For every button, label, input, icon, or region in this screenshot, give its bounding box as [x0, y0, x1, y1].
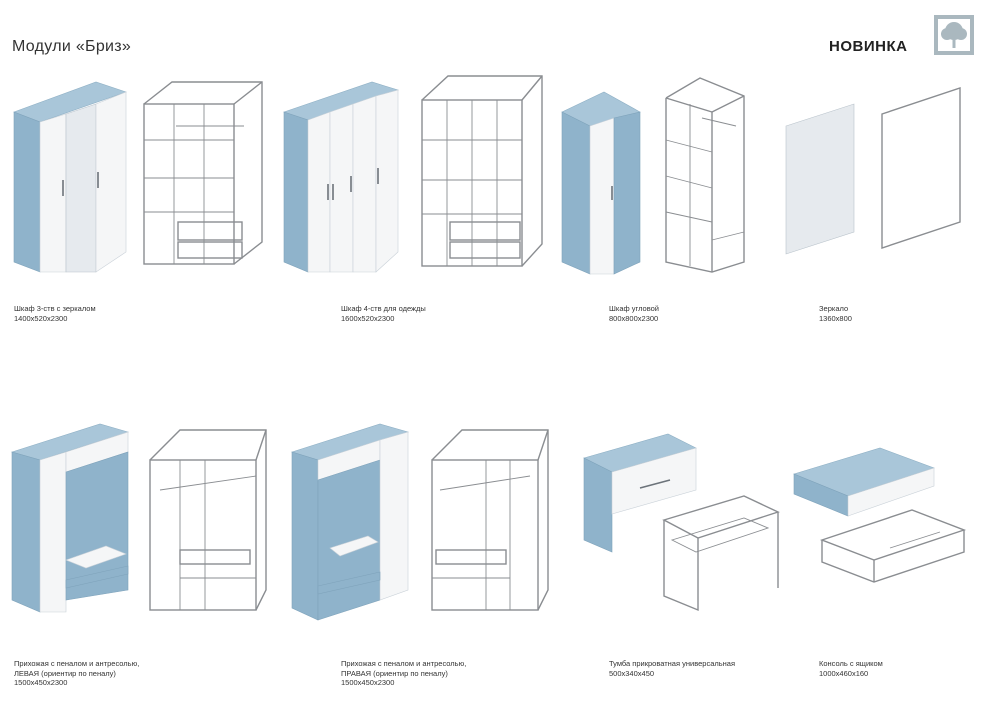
caption-size: 500x340x450: [609, 668, 655, 678]
caption-name: Шкаф угловой: [609, 304, 659, 313]
bedside-table-illustration: [583, 433, 697, 553]
hallway-right-illustration: [290, 423, 410, 621]
mirror-illustration: [785, 103, 855, 255]
caption-hallway-right: Прихожая с пеналом и антресолью, ПРАВАЯ …: [341, 659, 466, 688]
corner-wardrobe-illustration: [561, 91, 641, 275]
corner-wardrobe-frame-illustration: [665, 77, 745, 273]
caption-bedside-table: Тумба прикроватная универсальная 500x340…: [609, 659, 735, 678]
caption-size: 800x800x2300: [609, 313, 659, 323]
caption-size: 1500x450x2300: [14, 678, 68, 687]
wardrobe-3-door-mirror-illustration: [13, 81, 127, 273]
new-badge: НОВИНКА: [829, 38, 908, 55]
caption-name: Шкаф 4-ств для одежды: [341, 304, 426, 313]
hallway-left-illustration: [10, 423, 130, 613]
wardrobe-3-door-frame-illustration: [143, 81, 263, 265]
page-title: Модули «Бриз»: [12, 38, 132, 55]
caption-size: 1500x450x2300: [341, 678, 395, 687]
caption-note: ЛЕВАЯ (ориентир по пеналу): [14, 668, 116, 678]
caption-wardrobe-4-door: Шкаф 4-ств для одежды 1600x520x2300: [341, 304, 426, 323]
caption-size: 1400x520x2300: [14, 313, 68, 323]
caption-size: 1000x460x160: [819, 668, 869, 678]
caption-note: ПРАВАЯ (ориентир по пеналу): [341, 668, 448, 678]
hallway-right-frame-illustration: [431, 429, 549, 611]
console-illustration: [793, 447, 935, 517]
mirror-frame-illustration: [881, 87, 961, 249]
caption-name: Тумба прикроватная универсальная: [609, 659, 736, 668]
wardrobe-4-door-frame-illustration: [421, 75, 543, 267]
caption-console: Консоль с ящиком 1000x460x160: [819, 659, 883, 678]
console-frame-illustration: [819, 509, 967, 583]
caption-name: Прихожая с пеналом и антресолью,: [14, 659, 140, 668]
caption-size: 1600x520x2300: [341, 313, 395, 323]
bedside-table-frame-illustration: [662, 495, 780, 612]
tree-logo-icon: [934, 15, 974, 55]
hallway-left-frame-illustration: [149, 429, 267, 611]
caption-hallway-left: Прихожая с пеналом и антресолью, ЛЕВАЯ (…: [14, 659, 139, 688]
caption-wardrobe-3-door: Шкаф 3-ств с зеркалом 1400x520x2300: [14, 304, 96, 323]
caption-name: Консоль с ящиком: [819, 659, 883, 668]
caption-name: Зеркало: [819, 304, 849, 313]
caption-mirror: Зеркало 1360x800: [819, 304, 852, 323]
caption-size: 1360x800: [819, 313, 852, 323]
wardrobe-4-door-illustration: [283, 81, 399, 273]
caption-corner-wardrobe: Шкаф угловой 800x800x2300: [609, 304, 659, 323]
caption-name: Шкаф 3-ств с зеркалом: [14, 304, 96, 313]
caption-name: Прихожая с пеналом и антресолью,: [341, 659, 467, 668]
